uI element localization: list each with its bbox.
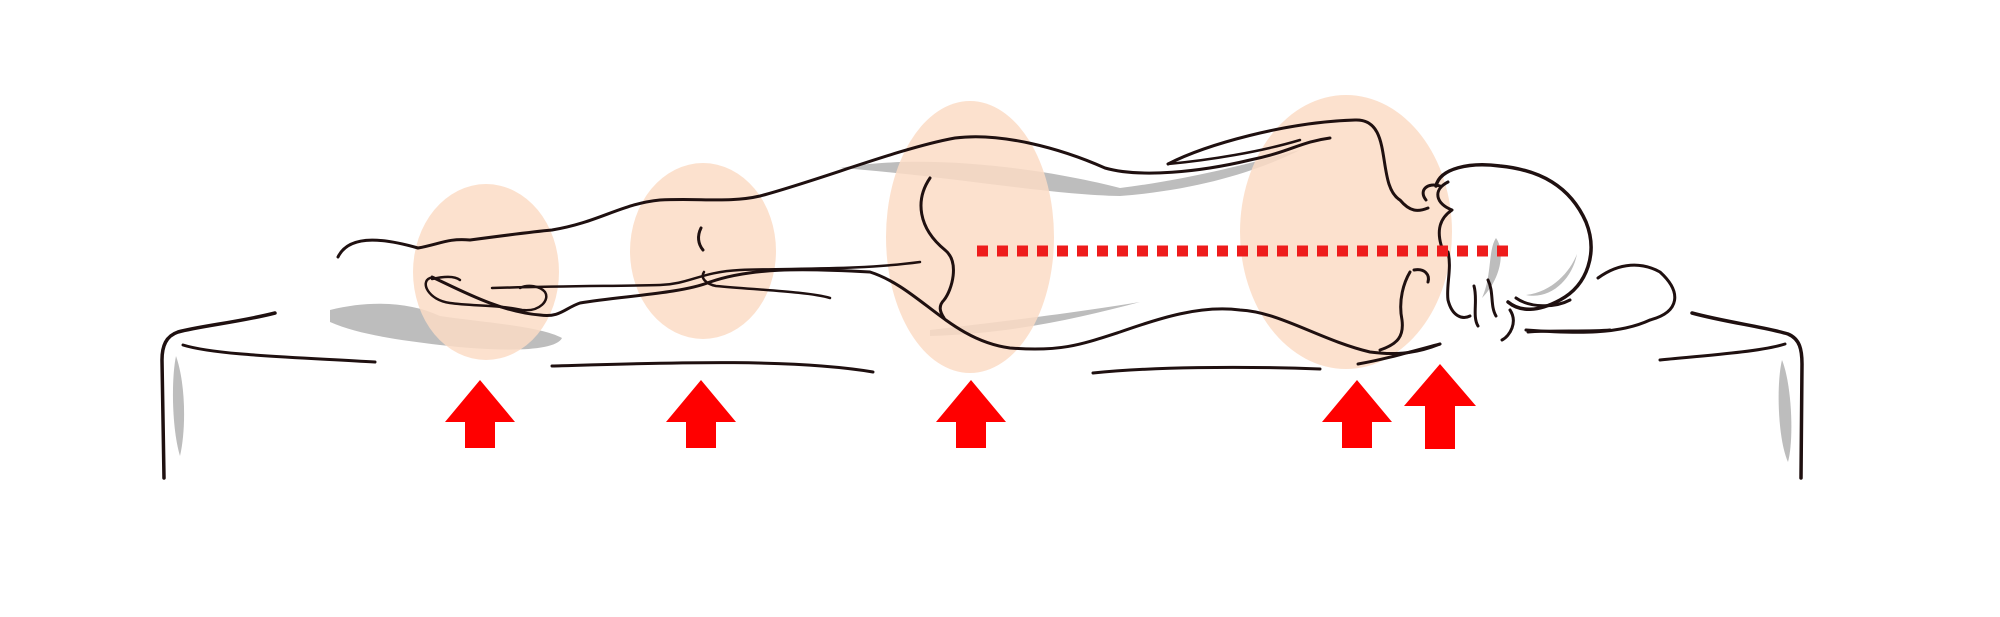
body-bottom-contour [430, 268, 1442, 356]
lower-arm-contour [1356, 270, 1442, 366]
pressure-zones [413, 95, 1452, 373]
body-top-contour [336, 135, 1332, 259]
sleeping-body [336, 118, 1677, 366]
mattress [160, 311, 1804, 480]
hand-shadow [1482, 238, 1501, 298]
ankle-zone [413, 184, 559, 360]
buttock-curve [919, 176, 955, 320]
hand-fingers [1446, 250, 1515, 342]
shoulder-zone [1240, 95, 1452, 369]
mattress-left-shadow [172, 356, 185, 456]
shoulder-support-arrow [1322, 380, 1392, 448]
forearm-contour [1166, 138, 1302, 166]
mattress-seam-mid-left [550, 361, 875, 374]
pillow-arm-contour [1524, 263, 1677, 334]
elbow-detail [1412, 268, 1430, 284]
support-arrows [445, 364, 1476, 449]
mattress-right-edge [1690, 311, 1804, 480]
ankle-support-arrow [445, 380, 515, 448]
knee-support-arrow [666, 380, 736, 448]
hip-support-arrow [936, 380, 1006, 448]
neck-support-arrow [1404, 364, 1476, 449]
back-shadow [840, 150, 1300, 196]
mattress-right-shadow [1778, 360, 1792, 462]
chin-hand-contour [1436, 180, 1454, 250]
knee-crease [701, 270, 832, 300]
pillow-arm-inner [1526, 328, 1612, 334]
mattress-seam-left [181, 343, 377, 364]
toe-detail [430, 275, 462, 282]
upper-arm-contour [1166, 118, 1430, 212]
knee-mark [697, 226, 705, 252]
foot-detail [424, 276, 548, 312]
ear-detail [1514, 296, 1572, 308]
mattress-seam-right [1658, 342, 1787, 362]
inner-leg-line [490, 260, 922, 290]
head-shadow [1526, 254, 1577, 296]
mattress-left-edge [160, 311, 277, 480]
mattress-seam-mid-right [1091, 365, 1322, 375]
head-contour [1434, 163, 1593, 311]
